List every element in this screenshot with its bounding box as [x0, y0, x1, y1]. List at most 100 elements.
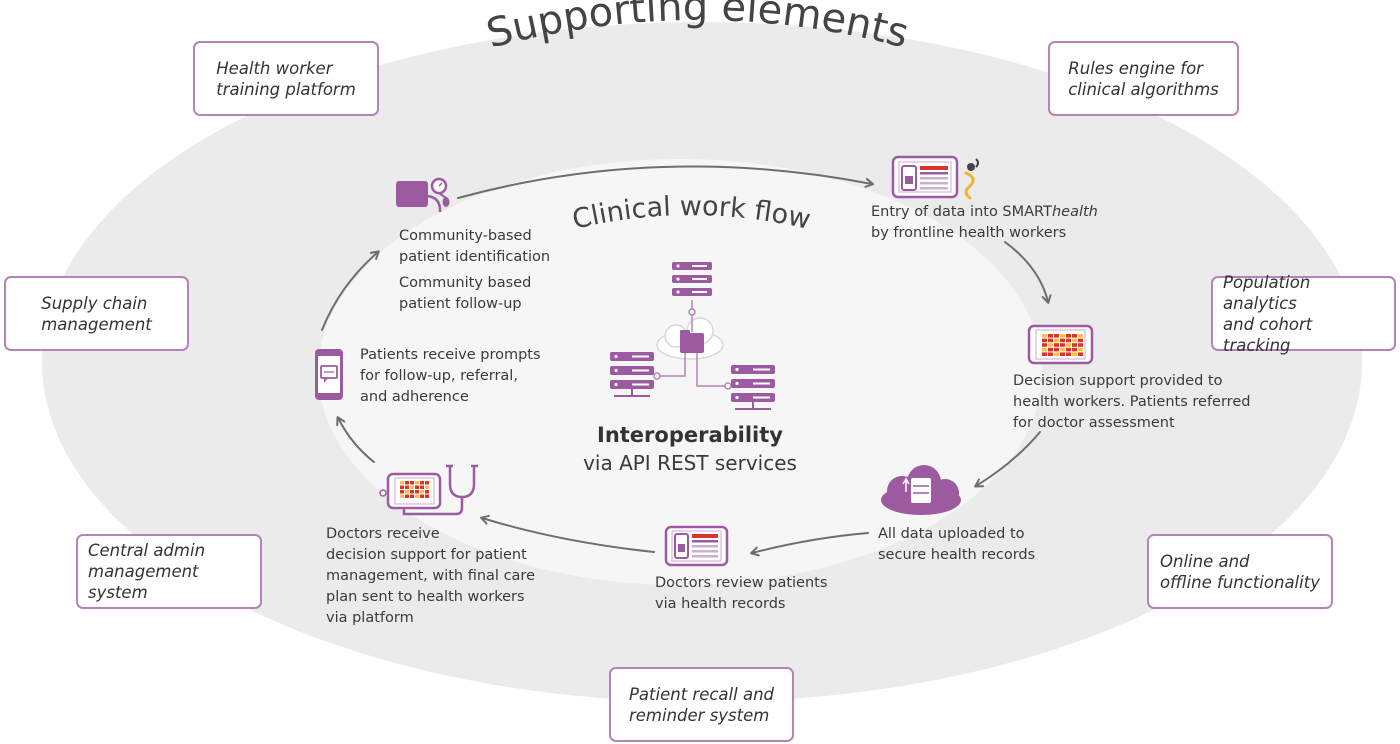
- heatmap-cell: [1066, 352, 1071, 356]
- review-line-2: via health records: [655, 596, 786, 612]
- heatmap-cell: [1060, 347, 1065, 352]
- heatmap-cell: [1042, 347, 1047, 352]
- prompts-line-3: and adherence: [360, 389, 469, 405]
- arrow-to-decision: [1004, 241, 1052, 304]
- supply-line-1: Supply chain: [41, 293, 148, 313]
- heatmap-cell: [1048, 347, 1053, 352]
- decision-line-1: Decision support provided to: [1013, 373, 1223, 389]
- heatmap-cell: [1060, 338, 1065, 343]
- heatmap-cell: [405, 494, 409, 498]
- heatmap-cell: [1072, 343, 1077, 347]
- offline-line-1: Online and: [1160, 551, 1250, 571]
- arrow-to-prompts: [336, 416, 375, 463]
- heatmap-cell: [410, 494, 414, 498]
- step-patient-prompts: Patients receive prompts for follow-up, …: [360, 345, 541, 408]
- rules-line-1: Rules engine for: [1068, 58, 1203, 78]
- community-id-line-1: Community-based: [399, 228, 532, 244]
- community-id-line-2: patient identification: [399, 249, 551, 265]
- tablet-heatmap-icon: [1027, 324, 1094, 365]
- heatmap-cell: [1078, 343, 1083, 347]
- admin-line-1: Central admin: [88, 541, 206, 560]
- heatmap-cell: [1054, 338, 1059, 343]
- entry-line-1: Entry of data into SMARThealth: [871, 202, 1098, 223]
- heatmap-cell: [405, 490, 409, 494]
- admin-line-2: management system: [88, 562, 199, 602]
- heatmap-cell: [1078, 334, 1083, 338]
- community-fu-line-1: Community based: [399, 275, 532, 291]
- cloud-database-icon: [881, 465, 961, 515]
- tablet-app-icon: [891, 155, 959, 199]
- heatmap-cell: [400, 494, 404, 498]
- heatmap-cell: [1048, 352, 1053, 356]
- heatmap-cell: [1054, 352, 1059, 356]
- prompts-line-1: Patients receive prompts: [360, 347, 541, 363]
- heatmap-cell: [425, 485, 429, 489]
- heatmap-cell: [415, 490, 419, 494]
- heatmap-cell: [1042, 338, 1047, 343]
- training-line-2: training platform: [216, 79, 356, 99]
- interoperability-subtitle: via API REST services: [583, 451, 797, 475]
- step-data-entry: Entry of data into SMARThealth by frontl…: [871, 202, 1098, 244]
- heatmap-cell: [1060, 343, 1065, 347]
- decision-line-2: health workers. Patients referred: [1013, 394, 1251, 410]
- heatmap-cell: [400, 485, 404, 489]
- doctors-line-5: via platform: [326, 610, 414, 626]
- heatmap-cell: [1060, 334, 1065, 338]
- community-fu-line-2: patient follow-up: [399, 296, 522, 312]
- heatmap-cell: [410, 481, 414, 485]
- heatmap-cell: [1060, 352, 1065, 356]
- heatmap-cell: [1072, 347, 1077, 352]
- heatmap-cell: [420, 481, 424, 485]
- entry-italic: health: [1051, 204, 1098, 220]
- arrow-to-entry: [457, 165, 874, 199]
- heatmap-cell: [420, 490, 424, 494]
- heatmap-cell: [415, 481, 419, 485]
- heatmap-cell: [425, 490, 429, 494]
- heatmap-cell: [400, 490, 404, 494]
- heatmap-cell: [1042, 343, 1047, 347]
- entry-line-2: by frontline health workers: [871, 225, 1067, 241]
- recall-line-2: reminder system: [628, 705, 770, 725]
- doctors-line-1: Doctors receive: [326, 526, 440, 542]
- heatmap-cell: [1048, 334, 1053, 338]
- step-community-follow-up: Community based patient follow-up: [399, 273, 531, 315]
- step-doctors-decision-support: Doctors receive decision support for pat…: [326, 524, 535, 629]
- heatmap-cell: [420, 494, 424, 498]
- heatmap-cell: [405, 481, 409, 485]
- heatmap-cell: [1054, 334, 1059, 338]
- arrow-to-doctors: [480, 514, 655, 553]
- entry-prefix: Entry of data into SMART: [871, 204, 1052, 220]
- heatmap-cell: [1066, 338, 1071, 343]
- heatmap-cell: [425, 494, 429, 498]
- heatmap-cell: [1078, 347, 1083, 352]
- arrow-to-community: [321, 250, 380, 331]
- analytics-line-2: and cohort tracking: [1223, 314, 1313, 355]
- heatmap-cell: [420, 485, 424, 489]
- server-network-icon: [610, 262, 775, 410]
- training-line-1: Health worker: [216, 58, 333, 78]
- decision-line-3: for doctor assessment: [1013, 415, 1175, 431]
- heatmap-cell: [1066, 347, 1071, 352]
- recall-line-1: Patient recall and: [628, 684, 774, 704]
- box-central-admin: Central admin management system: [76, 534, 262, 609]
- tablet-stethoscope-icon: [379, 464, 478, 516]
- heatmap-cell: [405, 485, 409, 489]
- heatmap-cell: [415, 494, 419, 498]
- arrow-to-review: [750, 532, 869, 557]
- tablet-records-icon: [664, 525, 729, 567]
- heatmap-cell: [1066, 334, 1071, 338]
- upload-line-1: All data uploaded to: [878, 526, 1025, 542]
- prompts-line-2: for follow-up, referral,: [360, 368, 518, 384]
- review-line-1: Doctors review patients: [655, 575, 828, 591]
- heatmap-cell: [1066, 343, 1071, 347]
- step-decision-support: Decision support provided to health work…: [1013, 371, 1250, 434]
- interoperability-title: Interoperability: [597, 423, 783, 447]
- heatmap-cell: [415, 485, 419, 489]
- step-doctors-review: Doctors review patients via health recor…: [655, 573, 827, 615]
- interoperability-label: Interoperability via API REST services: [560, 421, 820, 477]
